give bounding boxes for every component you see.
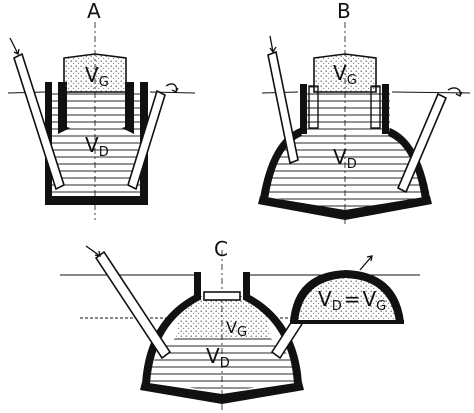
panel-a-inlet-arrow	[9, 37, 20, 55]
panel-a-gas-label: VG	[85, 63, 109, 90]
panel-c: C VG VD VD=VG	[60, 237, 420, 413]
panel-a-letter: A	[87, 0, 101, 23]
panel-c-manhole-cover	[203, 291, 241, 301]
panel-b-outlet-pipe	[396, 92, 448, 194]
panel-b-gas-drum	[313, 53, 377, 93]
panel-b-gas-label: VG	[333, 61, 357, 88]
panel-c-gas-space	[176, 296, 270, 338]
panel-c-equation: VD=VG	[318, 287, 386, 314]
panel-a: A VG VD	[7, 0, 196, 220]
panel-c-inlet-pipe	[94, 250, 172, 360]
panel-c-inlet-arrow	[85, 245, 101, 257]
panel-a-guide-right	[125, 82, 134, 130]
panel-c-gas-label: VG	[226, 318, 247, 340]
panel-b-inlet-arrow	[269, 35, 277, 54]
panel-b-outlet-arrow	[447, 87, 463, 97]
panel-a-gas-drum	[63, 53, 127, 93]
panel-c-compensation-base	[290, 320, 404, 324]
panel-c-letter: C	[214, 237, 228, 261]
panel-b-floor	[258, 196, 432, 220]
panel-b-letter: B	[337, 0, 351, 23]
panel-c-compensation-shell	[290, 270, 404, 322]
panel-b-inlet-pipe	[267, 50, 299, 165]
panel-b-digest-label: VD	[333, 145, 357, 172]
panel-c-vent-arrow	[359, 255, 373, 271]
panel-c-neck-left	[194, 272, 201, 300]
panel-a-digest-label: VD	[85, 133, 109, 160]
panel-c-floor	[140, 382, 304, 404]
panel-c-digest-liquid	[148, 338, 296, 392]
panel-b-neck-left	[300, 84, 307, 134]
panel-a-guide-left	[58, 82, 67, 130]
panel-b: B VG VD	[258, 0, 471, 225]
panel-a-inlet-pipe	[13, 52, 65, 191]
panel-c-compensation-fill	[296, 276, 398, 320]
panel-c-digest-label: VD	[206, 344, 230, 371]
panel-c-neck-right	[243, 272, 250, 300]
panel-a-outlet-pipe	[127, 89, 166, 191]
panel-a-outlet-arrow	[165, 83, 179, 93]
panel-b-neck-right	[382, 84, 389, 134]
